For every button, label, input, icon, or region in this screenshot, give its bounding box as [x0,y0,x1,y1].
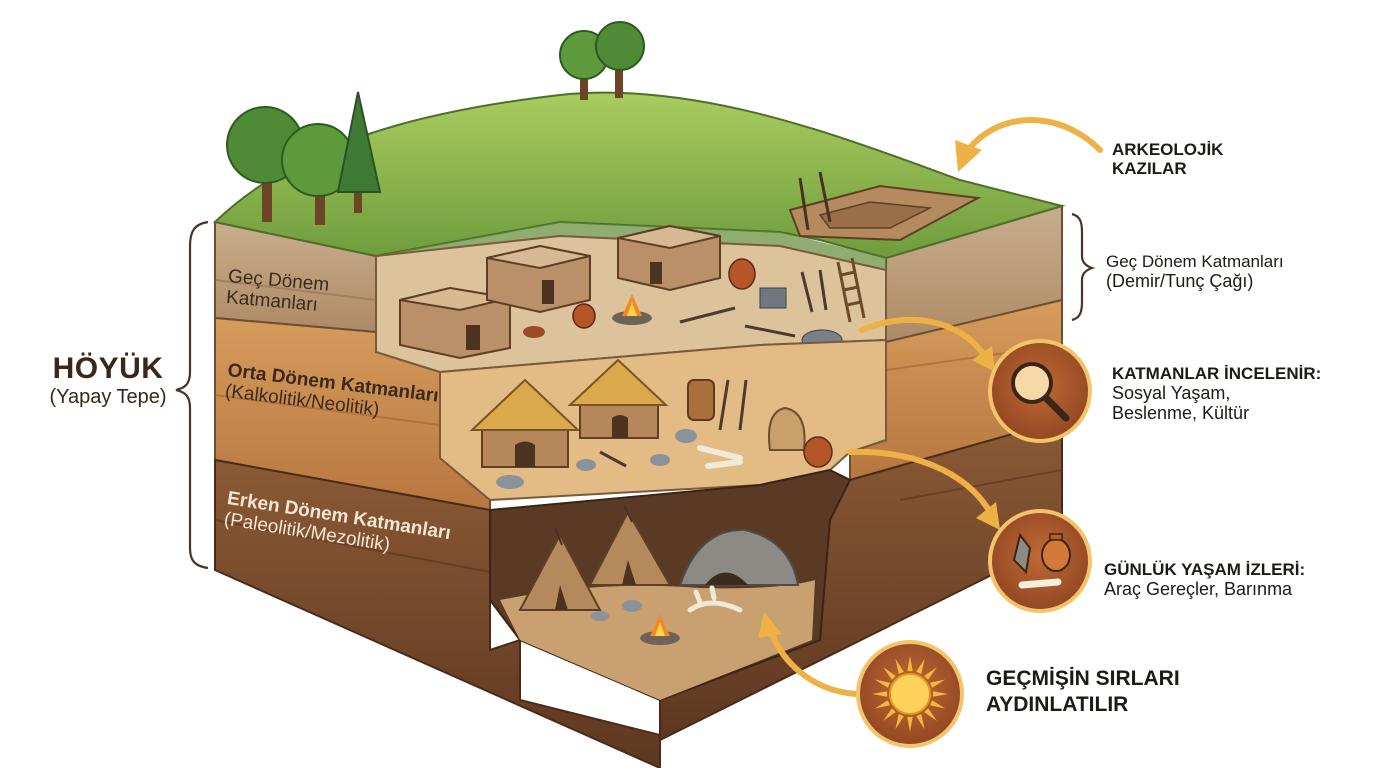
sun-ray [932,691,948,697]
excavation-label: ARKEOLOJİK [1112,140,1224,159]
mound-subtitle: (Yapay Tepe) [49,385,167,408]
clay-pot [572,303,596,329]
hide-tent [588,504,672,586]
sun-ray [895,714,904,730]
arrow-excavation [965,117,1103,153]
sun-ray [895,658,904,674]
daily-life-line: Araç Gereçler, Barınma [1104,579,1293,600]
sun-ray [930,679,946,688]
sun-ray [907,716,913,732]
sun-ray [883,667,896,680]
sun-ray [874,679,890,688]
front-face [214,220,661,768]
sun-ray [916,714,925,730]
thatched-hut [469,378,581,468]
sun-ray [874,700,890,709]
excavation-pit [788,171,982,242]
arrow-examined [859,316,988,359]
artifacts-icon [988,509,1092,613]
right-brace [1071,212,1096,322]
early-cave [489,468,852,702]
magnifying-glass-icon [988,339,1092,443]
secrets-label-2: AYDINLATILIR [986,693,1129,717]
sun-ray [907,656,913,672]
arrow-secrets [767,625,858,697]
rock-shelter [678,528,800,586]
sun-ray [872,691,888,697]
daily-life-title: GÜNLÜK YAŞAM İZLERİ: [1104,560,1306,579]
examined-line-2: Beslenme, Kültür [1112,403,1250,424]
examined-line-1: Sosyal Yaşam, [1112,383,1231,404]
mudbrick-house [486,244,591,314]
mound-title: HÖYÜK [52,352,164,385]
sun-icon [856,640,964,748]
arrow-daily-life [847,448,993,515]
late-layers-period: (Demir/Tunç Çağı) [1106,271,1254,292]
barrel [687,379,715,421]
clay-pot [728,258,756,290]
late-terrace [375,224,887,374]
mudbrick-house [399,286,511,360]
sun-ray [916,658,925,674]
sun-ray [883,708,896,721]
thatched-hut [567,358,669,439]
campfire [640,614,680,645]
sun-ray [924,667,937,680]
late-layers-callout: Geç Dönem Katmanları [1106,252,1284,271]
clay-pot [803,436,833,468]
hide-tent [518,527,602,611]
mudbrick-house [617,224,721,292]
middle-terrace [439,338,887,502]
sun-ray [924,708,937,721]
excavation-label-2: KAZILAR [1112,159,1187,179]
sun-ray [930,700,946,709]
tree-group-top [559,21,645,100]
campfire [612,294,652,325]
tree-group-left [226,91,382,225]
left-brace [175,220,209,570]
examined-title: KATMANLAR İNCELENİR: [1112,364,1322,383]
secrets-label: GEÇMİŞİN SIRLARI [986,667,1180,690]
